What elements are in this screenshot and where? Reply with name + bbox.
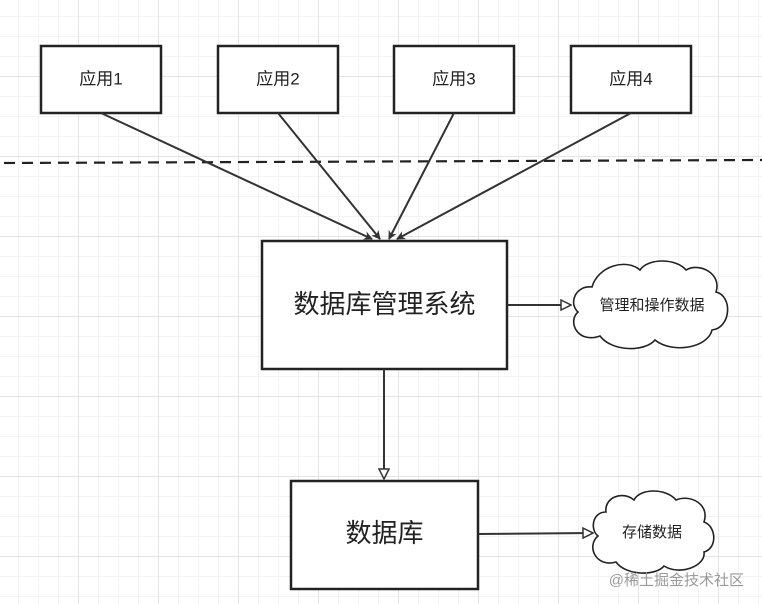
app-label-2: 应用2	[256, 69, 299, 88]
arrow-app3-dbms	[388, 112, 455, 240]
app-box-1: 应用1	[39, 44, 163, 115]
app-box-2: 应用2	[216, 44, 340, 115]
arrow-app1-dbms	[100, 112, 373, 240]
note-text-dbms: 管理和操作数据	[599, 297, 704, 314]
app-label-3: 应用3	[432, 69, 475, 88]
arrow-database-note	[477, 533, 593, 534]
note-cloud-database: 存储数据	[592, 490, 715, 574]
database-box: 数据库	[289, 479, 480, 591]
watermark-text: @稀土掘金技术社区	[609, 572, 744, 589]
arrow-app4-dbms	[396, 112, 632, 240]
app-box-4: 应用4	[569, 44, 693, 115]
layer-divider	[3, 158, 762, 165]
arrow-app2-dbms	[277, 112, 381, 240]
app-box-3: 应用3	[392, 44, 516, 115]
note-text-database: 存储数据	[622, 524, 682, 541]
app-label-1: 应用1	[79, 69, 122, 88]
app-label-4: 应用4	[609, 69, 652, 88]
note-cloud-dbms: 管理和操作数据	[572, 260, 729, 350]
dbms-label: 数据库管理系统	[293, 289, 475, 319]
database-label: 数据库	[345, 518, 423, 548]
dbms-box: 数据库管理系统	[260, 239, 509, 371]
